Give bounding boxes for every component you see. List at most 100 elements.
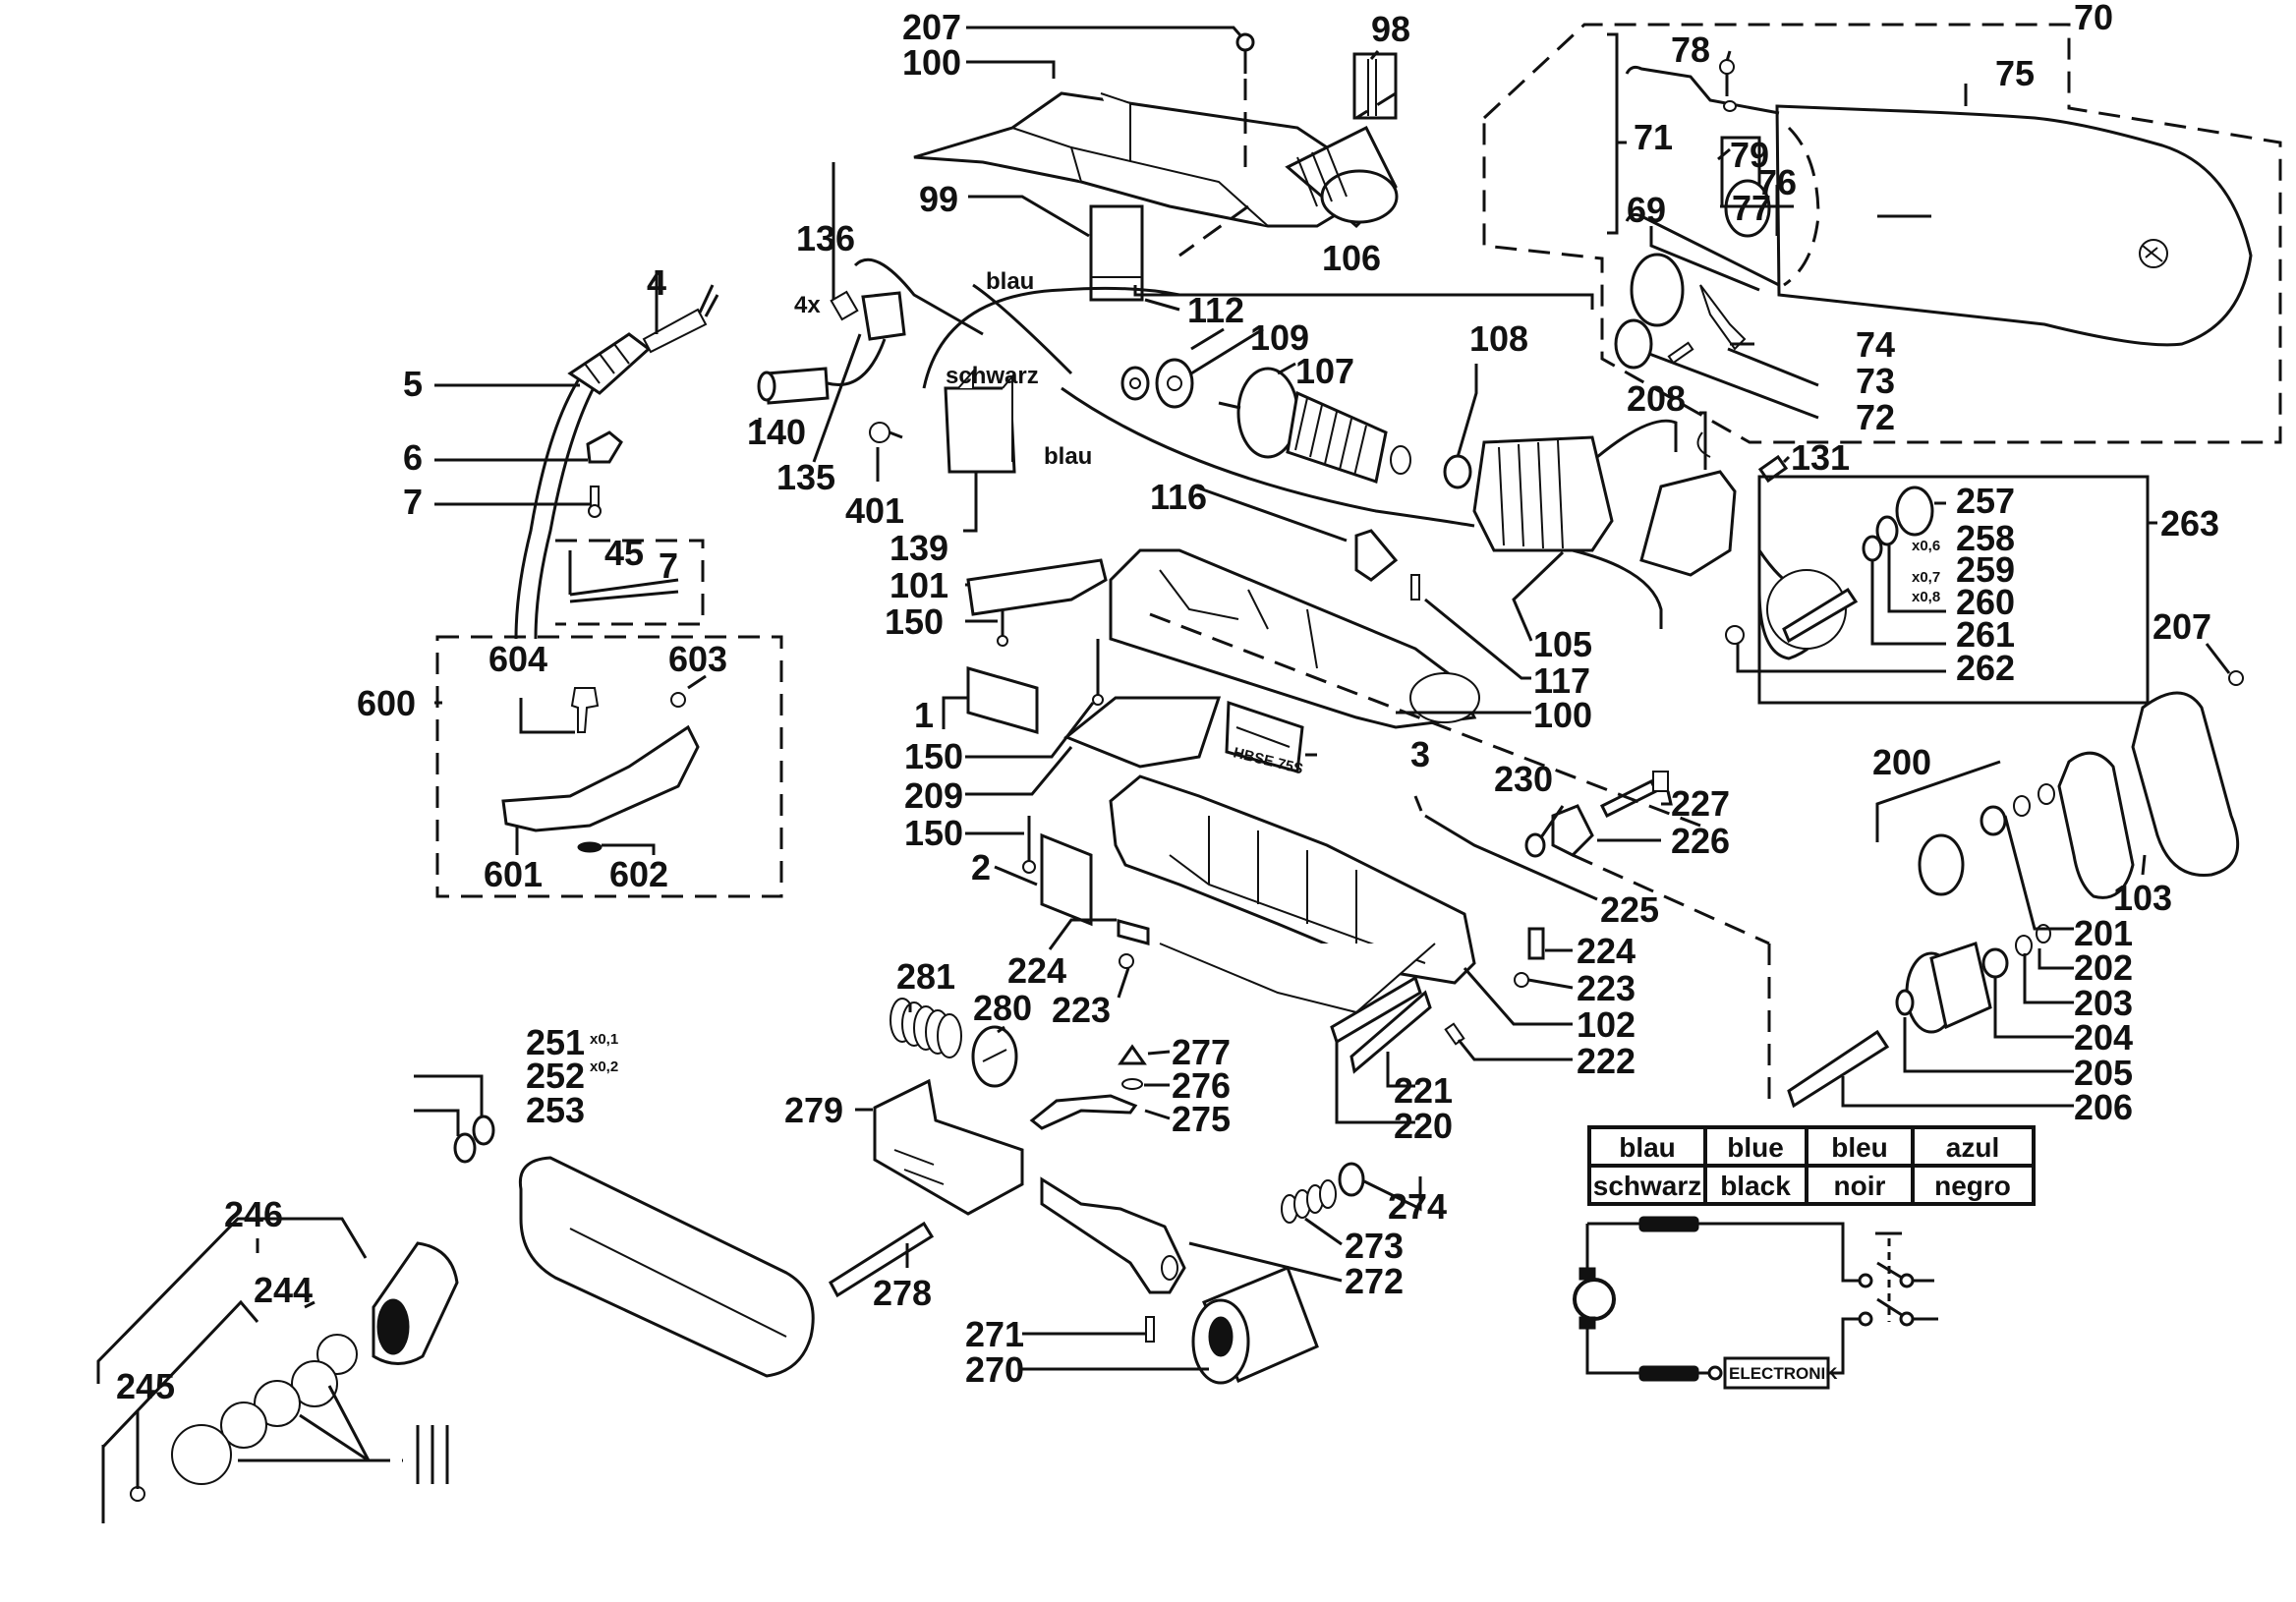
part-number-109: 109 — [1250, 317, 1309, 358]
washer-230-part — [1524, 832, 1546, 858]
pulley-assembly-200-group — [1787, 670, 2244, 1109]
part-number-222: 222 — [1577, 1041, 1636, 1081]
part-number-274: 274 — [1388, 1186, 1447, 1227]
roller-270-part — [1191, 1266, 1319, 1385]
size-note: x0,1 — [590, 1031, 618, 1048]
screw-271-part — [1145, 1316, 1155, 1343]
legend-cell: azul — [1946, 1132, 1999, 1163]
screw-207-part — [1235, 32, 1255, 172]
plate-220-part — [1330, 975, 1422, 1045]
electronic-module-label: ELECTRONIK — [1729, 1364, 1838, 1383]
part-number-278: 278 — [873, 1273, 932, 1313]
part-number-79: 79 — [1730, 135, 1769, 175]
part-number-45: 45 — [604, 533, 644, 573]
part-number-77: 77 — [1732, 188, 1771, 228]
part-number-257: 257 — [1956, 481, 2015, 521]
guide-lines — [1149, 91, 1771, 1101]
nut-223a-part — [1119, 953, 1134, 969]
spring-273-part — [1281, 1179, 1337, 1224]
part-number-401: 401 — [845, 490, 904, 531]
sub-assembly-45-frame — [555, 539, 705, 626]
bracket-279-part — [873, 1078, 1024, 1216]
part-number-603: 603 — [668, 639, 727, 679]
legend-cell: bleu — [1831, 1132, 1888, 1163]
rod-278-part — [829, 1221, 935, 1298]
part-number-207: 207 — [2152, 606, 2211, 647]
part-number-244: 244 — [254, 1270, 313, 1310]
size-note: x0,7 — [1912, 569, 1940, 586]
lever-116-part — [1354, 529, 1399, 582]
part-number-135: 135 — [776, 457, 835, 497]
part-number-76: 76 — [1757, 162, 1797, 202]
part-number-260: 260 — [1956, 582, 2015, 622]
part-number-205: 205 — [2074, 1053, 2133, 1093]
quantity-4x-note: 4x — [794, 292, 821, 318]
label-plate-1-part — [966, 666, 1039, 734]
handle-101-part — [966, 558, 1108, 616]
part-number-3: 3 — [1410, 734, 1430, 774]
part-number-139: 139 — [890, 528, 948, 568]
part-number-270: 270 — [965, 1349, 1024, 1390]
cap-274-part — [1338, 1162, 1365, 1197]
washer-252-part — [472, 1115, 495, 1146]
part-number-275: 275 — [1172, 1099, 1231, 1139]
part-number-279: 279 — [784, 1090, 843, 1130]
part-number-72: 72 — [1856, 397, 1895, 437]
part-number-200: 200 — [1872, 742, 1931, 782]
part-number-263: 263 — [2160, 503, 2219, 544]
part-number-271: 271 — [965, 1314, 1024, 1354]
part-number-203: 203 — [2074, 983, 2133, 1023]
base-plate-102-part — [1109, 774, 1476, 1014]
part-number-230: 230 — [1494, 759, 1553, 799]
spring-281-part — [890, 998, 962, 1058]
part-number-277: 277 — [1172, 1032, 1231, 1072]
part-number-103: 103 — [2113, 878, 2172, 918]
part-number-280: 280 — [973, 988, 1032, 1028]
bearing-109-part — [1155, 358, 1194, 409]
part-number-259: 259 — [1956, 549, 2015, 590]
bearing-108-part — [1443, 454, 1472, 489]
nameplate-3-part: HBSE 75S — [1225, 700, 1305, 777]
field-coil-lower-symbol — [1638, 1365, 1699, 1382]
size-note: x0,8 — [1912, 589, 1940, 605]
front-roller-246-part — [96, 1217, 459, 1523]
part-number-150: 150 — [885, 601, 944, 642]
part-number-106: 106 — [1322, 238, 1381, 278]
tension-arm-272-part — [1040, 1176, 1186, 1294]
part-number-253: 253 — [526, 1090, 585, 1130]
part-number-100: 100 — [1533, 695, 1592, 735]
part-number-262: 262 — [1956, 648, 2015, 688]
wire-label-blau-bottom: blau — [1044, 443, 1092, 470]
part-number-208: 208 — [1627, 378, 1686, 419]
knob-226-part — [1551, 804, 1594, 857]
part-number-225: 225 — [1600, 889, 1659, 930]
part-number-6: 6 — [403, 437, 423, 478]
bracket-209-part — [1063, 696, 1222, 769]
part-number-258: 258 — [1956, 518, 2015, 558]
part-number-136: 136 — [796, 218, 855, 258]
cap-280-part — [971, 1025, 1018, 1088]
part-number-223: 223 — [1577, 968, 1636, 1008]
nut-277-part — [1118, 1044, 1147, 1065]
part-number-98: 98 — [1371, 9, 1410, 49]
part-number-7: 7 — [403, 482, 423, 522]
part-number-281: 281 — [896, 956, 955, 997]
screw-150a-part — [997, 609, 1008, 647]
part-number-245: 245 — [116, 1366, 175, 1406]
part-number-2: 2 — [971, 847, 991, 887]
part-number-246: 246 — [224, 1194, 283, 1234]
part-number-202: 202 — [2074, 947, 2133, 988]
lever-275-part — [1029, 1094, 1138, 1130]
part-number-207: 207 — [902, 7, 961, 47]
screw-150c-part — [1022, 816, 1036, 874]
part-number-102: 102 — [1577, 1004, 1636, 1045]
part-number-117: 117 — [1533, 660, 1590, 701]
part-number-252: 252 — [526, 1056, 585, 1096]
part-number-140: 140 — [747, 412, 806, 452]
part-number-73: 73 — [1856, 361, 1895, 401]
part-number-220: 220 — [1394, 1106, 1453, 1146]
switch-208-part — [1639, 431, 1737, 577]
part-number-7: 7 — [659, 545, 678, 586]
wire-label-schwarz: schwarz — [946, 363, 1039, 389]
